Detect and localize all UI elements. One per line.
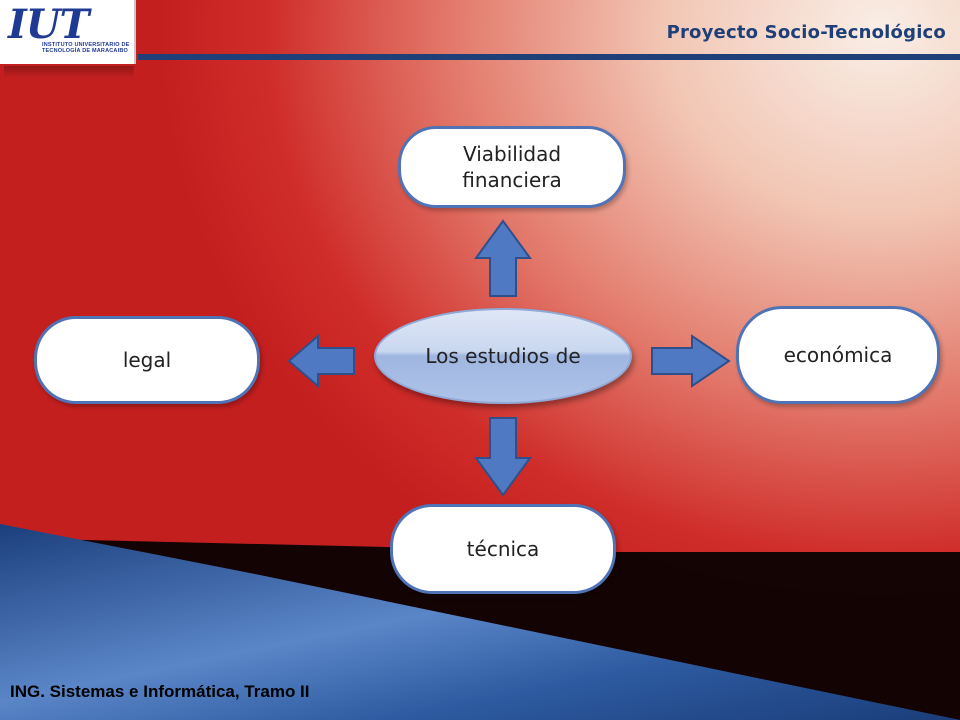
institution-logo: IUT INSTITUTO UNIVERSITARIO DE TECNOLOGÍ… <box>0 0 136 64</box>
logo-mark: IUT <box>8 1 89 48</box>
logo-subtitle: INSTITUTO UNIVERSITARIO DE TECNOLOGÍA DE… <box>42 42 130 54</box>
footer-text: ING. Sistemas e Informática, Tramo II <box>10 682 310 701</box>
arrow-left-icon <box>287 333 355 389</box>
node-economica: económica <box>736 306 940 404</box>
logo-reflection <box>4 66 134 78</box>
node-label: Viabilidad financiera <box>462 142 562 192</box>
node-tecnica: técnica <box>390 504 616 594</box>
arrow-down-icon <box>474 417 532 497</box>
node-viabilidad-financiera: Viabilidad financiera <box>398 126 626 208</box>
node-label: económica <box>783 343 893 367</box>
center-node-los-estudios-de: Los estudios de <box>374 308 632 404</box>
arrow-right-icon <box>651 334 731 388</box>
center-label: Los estudios de <box>425 344 581 368</box>
node-label: legal <box>122 348 172 372</box>
header-divider <box>138 54 960 60</box>
node-label: técnica <box>466 537 540 561</box>
node-legal: legal <box>34 316 260 404</box>
header-title: Proyecto Socio-Tecnológico <box>666 22 946 43</box>
arrow-up-icon <box>474 219 532 297</box>
